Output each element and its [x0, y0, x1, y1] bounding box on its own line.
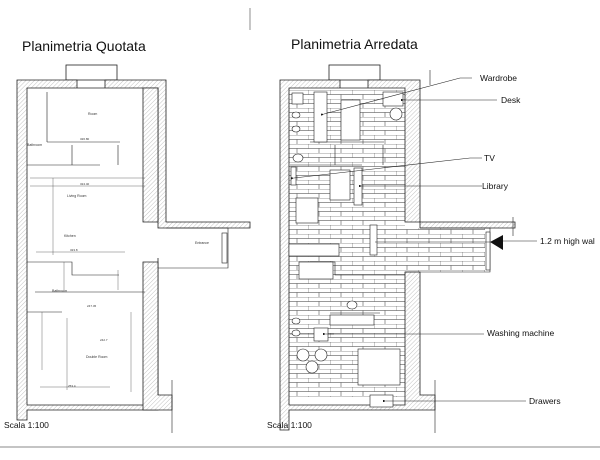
sofa — [329, 169, 351, 201]
interior-walls — [27, 92, 145, 313]
partition-cabinet — [369, 224, 378, 256]
low-wall — [485, 231, 491, 271]
armchair — [296, 348, 310, 362]
wardrobe — [313, 91, 328, 143]
interior-walls — [290, 141, 405, 335]
dining-table — [295, 197, 319, 224]
right-wall-lower — [142, 261, 173, 411]
entrance-label: Entrance — [195, 241, 209, 245]
entrance-wall — [158, 227, 229, 269]
dimension-value: 324.40 — [80, 182, 90, 186]
annotation-low-wall: 1.2 m high wal — [540, 236, 595, 246]
bathroom-label: Bathroom — [27, 143, 42, 147]
annotation-drawers: Drawers — [529, 396, 561, 406]
living-room-label: Living Room — [67, 194, 87, 198]
left-plan-dimensioned: Planimetria Quotata Room Bathroom Living… — [4, 38, 251, 433]
dimension-value: 326.80 — [80, 137, 90, 141]
right-plan-furnished: Planimetria Arredata — [267, 36, 595, 433]
right-wall-upper — [142, 87, 159, 223]
annotation-desk: Desk — [501, 95, 521, 105]
double-room-label: Double Room — [86, 355, 107, 359]
bathtub — [298, 261, 334, 280]
left-scale-label: Scala 1:100 — [4, 420, 49, 430]
exterior-wall — [16, 79, 251, 421]
library — [353, 167, 363, 206]
bathroom-2-label: Bathroom — [52, 289, 67, 293]
balcony-window — [65, 64, 118, 81]
bed-single — [340, 99, 361, 141]
dimension-value: 253.4 — [68, 384, 76, 388]
bathroom-sink — [346, 300, 358, 310]
annotation-leaders — [290, 77, 537, 403]
right-scale-label: Scala 1:100 — [267, 420, 312, 430]
dimension-value: 247.45 — [87, 304, 97, 308]
kitchen-label: Kitchen — [64, 234, 76, 238]
left-plan-title: Planimetria Quotata — [22, 38, 146, 54]
washing-machine — [313, 327, 329, 342]
dimension-value: 242.7 — [100, 338, 108, 342]
double-bed — [357, 348, 401, 386]
shower — [291, 92, 304, 105]
furniture — [288, 91, 404, 408]
sink — [292, 153, 304, 163]
shelf — [329, 314, 375, 326]
bidet — [291, 329, 301, 337]
chair — [389, 107, 403, 121]
kitchen-counter — [288, 243, 340, 257]
dimension-value: 323.8 — [70, 248, 78, 252]
annotation-washing-machine: Washing machine — [487, 328, 555, 338]
entrance-door — [221, 232, 228, 264]
bidet — [291, 125, 301, 133]
balcony-window — [328, 64, 381, 81]
annotation-tv: TV — [484, 153, 495, 163]
dimension-lines — [30, 177, 145, 392]
toilet — [291, 317, 301, 325]
armchair — [314, 348, 328, 362]
room-label: Room — [88, 112, 97, 116]
annotation-wardrobe: Wardrobe — [480, 73, 517, 83]
toilet — [291, 111, 301, 119]
right-plan-title: Planimetria Arredata — [291, 36, 418, 52]
tv — [290, 166, 297, 186]
section-arrow-icon — [490, 235, 503, 250]
annotation-library: Library — [482, 181, 509, 191]
coffee-table — [305, 360, 319, 374]
